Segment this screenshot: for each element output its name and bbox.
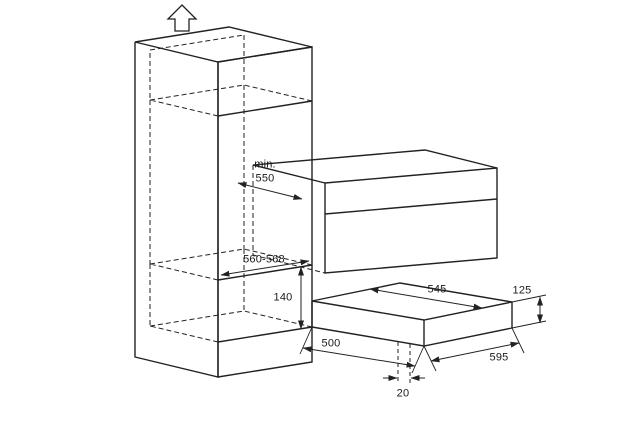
warming-drawer (311, 282, 513, 347)
dim-appliance-depth-arrow (369, 287, 483, 310)
front-gap-label: 20 (396, 387, 410, 400)
dimension-extension-lines (299, 294, 547, 374)
dim-base-depth-arrow (302, 346, 416, 368)
niche-depth-value-label: 550 (255, 172, 275, 185)
airflow-up-arrow-icon (166, 4, 198, 32)
appliance-hidden-edges (252, 165, 326, 274)
compact-appliance (252, 149, 498, 274)
dimension-arrows (220, 182, 543, 381)
niche-width-label: 560-568 (243, 253, 285, 266)
dim-drawer-width-arrow (430, 341, 520, 363)
dim-niche-width-arrow (220, 259, 310, 277)
niche-depth-min-label: min. (254, 158, 276, 171)
lower-niche-height-label: 140 (273, 291, 293, 304)
drawer-height-label: 125 (512, 284, 532, 297)
drawer-width-label: 595 (489, 351, 509, 364)
cabinet-hidden-edges (149, 34, 313, 343)
base-depth-label: 500 (321, 337, 341, 350)
gap-projection-lines (397, 342, 411, 384)
dim-niche-depth-arrow (237, 182, 303, 200)
appliance-depth-label: 545 (427, 283, 447, 296)
